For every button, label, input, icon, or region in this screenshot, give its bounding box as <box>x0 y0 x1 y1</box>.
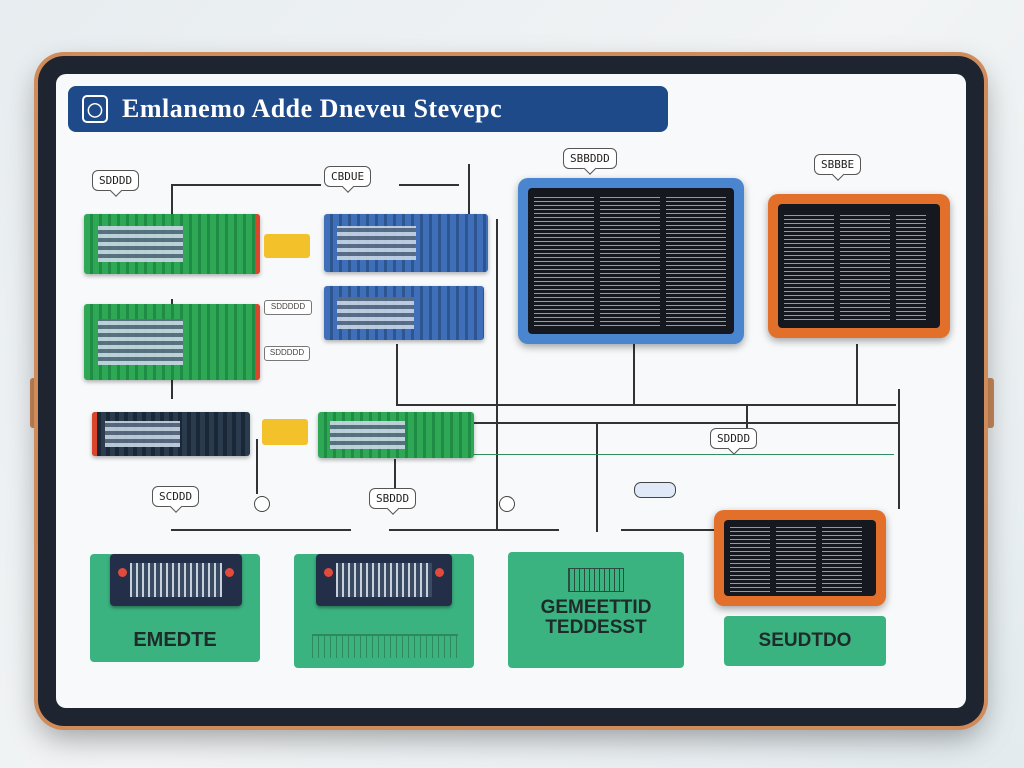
tablet-frame: ◯ Emlanemo Adde Dneveu Stevepc SDDDD CBD… <box>38 56 984 726</box>
diagram-screen: ◯ Emlanemo Adde Dneveu Stevepc SDDDD CBD… <box>56 74 966 708</box>
connector-line <box>399 184 459 186</box>
connector-line <box>171 184 173 214</box>
connector-line <box>898 389 900 509</box>
connector-node <box>499 496 515 512</box>
card-label: SEUDTDO <box>758 630 852 651</box>
card-label: EMEDTE <box>133 629 217 651</box>
connector-line <box>396 404 896 406</box>
connector-line <box>621 529 741 531</box>
monitor-display <box>518 178 744 344</box>
circuit-board <box>324 214 488 272</box>
monitor-display <box>714 510 886 606</box>
connector-line <box>496 219 498 529</box>
callout-label: SDDDD <box>710 428 758 449</box>
component-card: GEMEETTID TEDDESST <box>508 552 684 668</box>
shield-icon: ◯ <box>82 95 108 123</box>
connector-line <box>256 439 258 494</box>
card-label: TEDDESST <box>545 617 647 638</box>
small-tag: SDDDDD <box>264 300 312 315</box>
connector-line <box>171 529 351 531</box>
circuit-board <box>92 412 250 456</box>
diagram-title-bar: ◯ Emlanemo Adde Dneveu Stevepc <box>68 86 668 132</box>
callout-label: CBDUE <box>324 166 372 187</box>
diagram-title: Emlanemo Adde Dneveu Stevepc <box>122 94 503 123</box>
circuit-board <box>318 412 474 458</box>
connector-line <box>389 529 559 531</box>
callout-label: SBBBE <box>814 154 862 175</box>
connector-node <box>254 496 270 512</box>
yellow-tag <box>264 234 310 258</box>
callout-label: SBDDD <box>369 488 417 509</box>
yellow-tag <box>262 419 308 445</box>
box-icon <box>568 568 624 592</box>
chart-graphic <box>312 634 458 658</box>
card-label: GEMEETTID <box>540 597 652 618</box>
tablet-side-button-right <box>986 378 994 428</box>
monitor-display <box>768 194 950 338</box>
device-module <box>110 554 242 606</box>
connector-line <box>396 344 398 404</box>
device-module <box>316 554 452 606</box>
small-tag: SDDDDD <box>264 346 310 361</box>
callout-label: SDDDD <box>92 170 140 191</box>
tablet-side-button-left <box>30 378 38 428</box>
connector-line <box>633 344 635 406</box>
connector-line <box>596 422 598 532</box>
connector-line <box>171 184 321 186</box>
connector-line <box>394 459 396 509</box>
circuit-board <box>84 304 260 380</box>
connector-line <box>474 422 899 424</box>
connector-line <box>856 344 858 406</box>
circuit-board <box>84 214 260 274</box>
connector-line <box>468 164 470 214</box>
connector-node <box>634 482 676 498</box>
component-card: SEUDTDO <box>724 616 886 666</box>
connector-line <box>474 454 894 455</box>
callout-label: SBBDDD <box>563 148 617 169</box>
circuit-board <box>324 286 484 340</box>
connector-line <box>746 404 748 444</box>
callout-label: SCDDD <box>152 486 200 507</box>
